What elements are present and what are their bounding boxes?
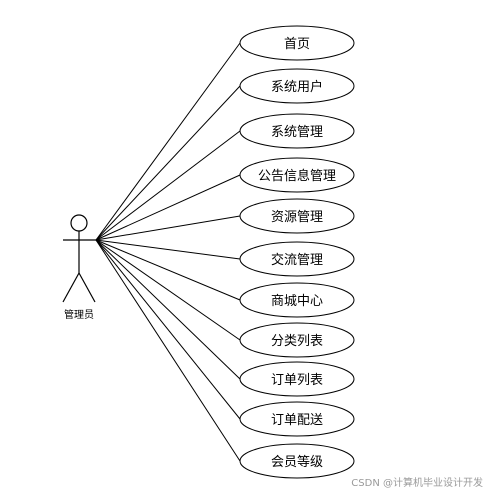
use-case: 首页 [239, 25, 355, 61]
use-case: 交流管理 [239, 241, 355, 277]
use-case-ellipse [239, 25, 355, 61]
use-case-label: 系统管理 [271, 125, 323, 140]
watermark: CSDN @计算机毕业设计开发 [351, 476, 483, 489]
association-line [95, 239, 241, 462]
use-case-ellipse [239, 113, 355, 149]
actor-admin [62, 214, 96, 303]
association-line [95, 130, 241, 241]
association-line [95, 174, 241, 241]
use-case-ellipse [239, 443, 355, 479]
actor-label: 管理员 [64, 308, 94, 321]
use-case: 资源管理 [239, 198, 355, 234]
association-line [95, 239, 241, 341]
use-case-label: 商城中心 [271, 294, 323, 309]
use-case: 公告信息管理 [239, 157, 355, 193]
use-case: 系统管理 [239, 113, 355, 149]
association-line [95, 239, 241, 260]
use-case-label: 订单配送 [271, 413, 323, 428]
use-case: 商城中心 [239, 282, 355, 318]
association-line [95, 85, 241, 241]
use-case-ellipse [239, 241, 355, 277]
use-case: 系统用户 [239, 68, 355, 104]
use-case: 会员等级 [239, 443, 355, 479]
use-case: 订单配送 [239, 401, 355, 437]
use-case-ellipse [239, 401, 355, 437]
use-case-label: 交流管理 [271, 252, 323, 268]
association-line [95, 239, 241, 420]
actor-right-leg [78, 272, 96, 303]
use-case-ellipse [239, 157, 355, 193]
use-case-label: 资源管理 [271, 210, 323, 225]
association-line [95, 42, 241, 241]
association-line [95, 215, 241, 241]
use-case-label: 系统用户 [271, 79, 323, 95]
use-case-ellipse [239, 68, 355, 104]
use-case-ellipse [239, 198, 355, 234]
association-line [95, 239, 241, 301]
association-line [95, 239, 241, 380]
use-case: 分类列表 [239, 322, 355, 358]
use-case-label: 订单列表 [271, 373, 323, 388]
use-case-label: 分类列表 [271, 334, 323, 349]
use-case-label: 公告信息管理 [258, 168, 336, 184]
use-case-ellipse [239, 282, 355, 318]
use-cases: 首页系统用户系统管理公告信息管理资源管理交流管理商城中心分类列表订单列表订单配送… [239, 25, 355, 479]
actor-left-leg [62, 272, 80, 303]
use-case: 订单列表 [239, 361, 355, 397]
use-case-label: 首页 [284, 37, 310, 52]
actor-head [70, 214, 88, 232]
use-case-ellipse [239, 322, 355, 358]
use-case-label: 会员等级 [271, 454, 323, 470]
use-case-ellipse [239, 361, 355, 397]
association-lines [95, 42, 241, 462]
